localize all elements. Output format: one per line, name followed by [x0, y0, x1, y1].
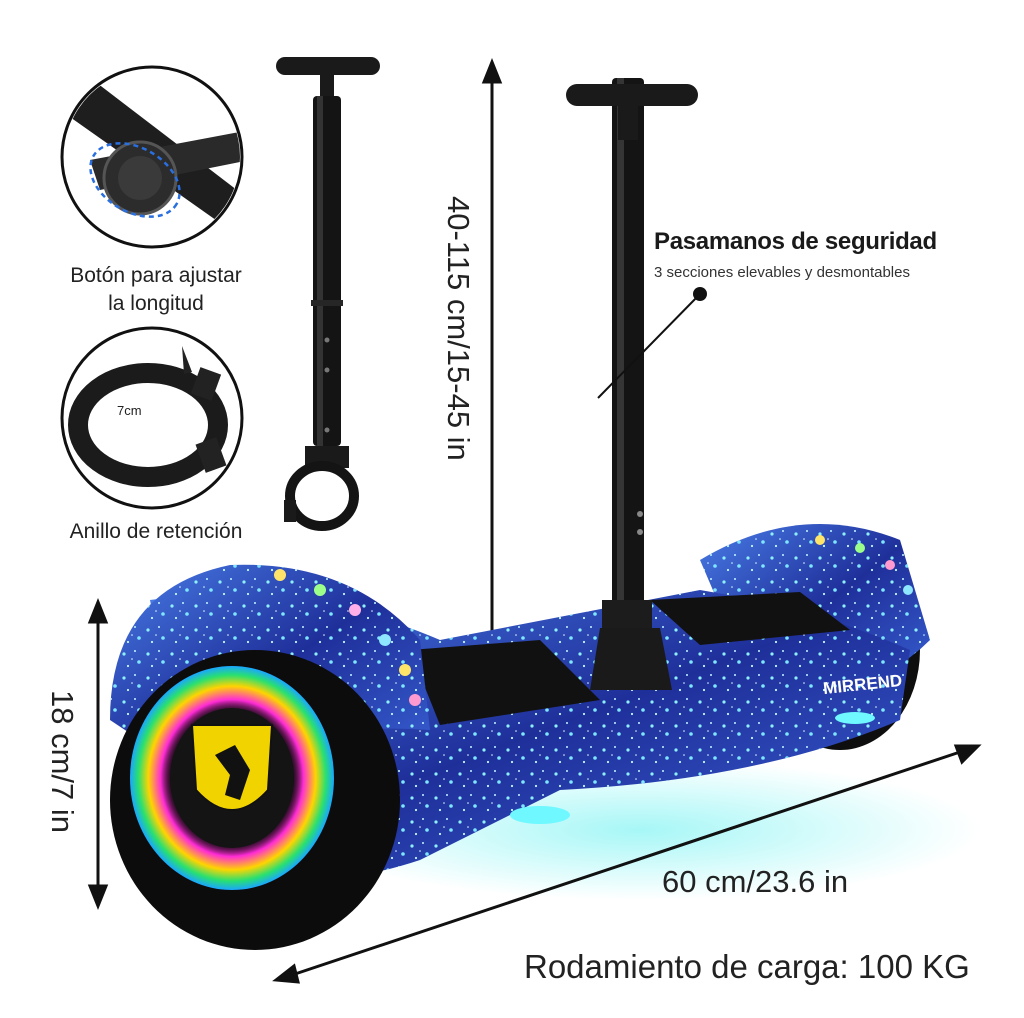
load-capacity-label: Rodamiento de carga: 100 KG — [524, 948, 970, 985]
hoverboard-body — [110, 78, 930, 950]
button-detail-image — [60, 65, 244, 249]
detached-handlebar — [276, 57, 380, 531]
board-height-arrow — [87, 597, 109, 911]
length-button-caption: Botón para ajustar la longitud — [70, 264, 242, 316]
board-length-arrow — [272, 744, 982, 984]
retaining-ring-caption: Anillo de retención — [69, 520, 243, 543]
ring-size-label: 7cm — [117, 403, 142, 418]
handrail-title: Pasamanos de seguridad — [654, 228, 937, 255]
handle-height-label: 40-115 cm/15-45 in — [441, 196, 476, 461]
board-length-label: 60 cm/23.6 in — [662, 864, 849, 899]
retaining-ring-image — [60, 326, 244, 510]
handrail-subtitle: 3 secciones elevables y desmontables — [654, 264, 910, 281]
handrail-leader — [597, 287, 707, 399]
fender-leds — [274, 535, 913, 706]
handle-height-arrow — [481, 57, 503, 661]
board-height-label: 18 cm/7 in — [45, 690, 80, 834]
